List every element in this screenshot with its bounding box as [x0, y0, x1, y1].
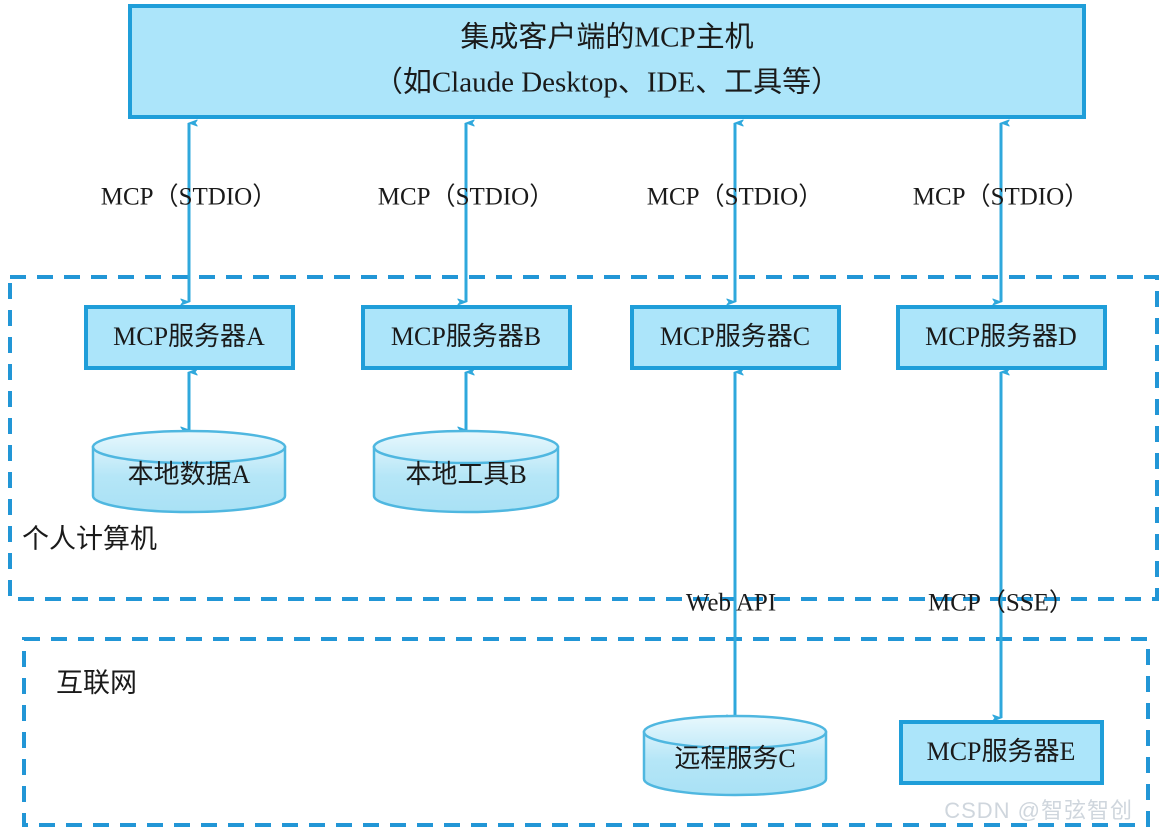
mcp-server-c-label: MCP服务器C — [660, 322, 810, 351]
mcp-host-title-line2: （如Claude Desktop、IDE、工具等） — [374, 66, 840, 99]
node-mcp-server-b[interactable]: MCP服务器B — [361, 305, 572, 370]
node-mcp-host[interactable]: 集成客户端的MCP主机 （如Claude Desktop、IDE、工具等） — [128, 4, 1086, 119]
node-local-tool-b[interactable]: 本地工具B — [372, 429, 560, 514]
mcp-server-a-label: MCP服务器A — [113, 322, 265, 351]
node-mcp-server-c[interactable]: MCP服务器C — [630, 305, 841, 370]
edge-label-host-server-c: MCP（STDIO） — [647, 183, 823, 211]
mcp-host-title-line1: 集成客户端的MCP主机 — [460, 21, 753, 54]
edge-label-host-server-a: MCP（STDIO） — [101, 183, 277, 211]
edge-label-host-server-b: MCP（STDIO） — [378, 183, 554, 211]
zone-label-personal-computer: 个人计算机 — [22, 524, 157, 554]
edge-label-host-server-d: MCP（STDIO） — [913, 183, 1089, 211]
node-local-data-a[interactable]: 本地数据A — [91, 429, 287, 514]
local-data-a-label: 本地数据A — [128, 460, 251, 489]
zone-label-internet: 互联网 — [56, 668, 137, 698]
node-remote-service-c[interactable]: 远程服务C — [642, 714, 828, 797]
edge-label-mcp-sse: MCP（SSE） — [928, 589, 1074, 617]
remote-service-c-label: 远程服务C — [674, 744, 795, 773]
mcp-server-d-label: MCP服务器D — [925, 322, 1077, 351]
mcp-server-b-label: MCP服务器B — [391, 322, 541, 351]
zone-personal-computer — [8, 275, 1159, 601]
node-mcp-server-d[interactable]: MCP服务器D — [896, 305, 1107, 370]
watermark: CSDN @智弦智创 — [944, 798, 1133, 823]
mcp-server-e-label: MCP服务器E — [927, 737, 1076, 766]
node-mcp-server-a[interactable]: MCP服务器A — [84, 305, 295, 370]
zone-internet — [22, 637, 1150, 827]
edge-label-web-api: Web API — [686, 590, 776, 617]
node-mcp-server-e[interactable]: MCP服务器E — [899, 720, 1104, 785]
local-tool-b-label: 本地工具B — [405, 460, 526, 489]
